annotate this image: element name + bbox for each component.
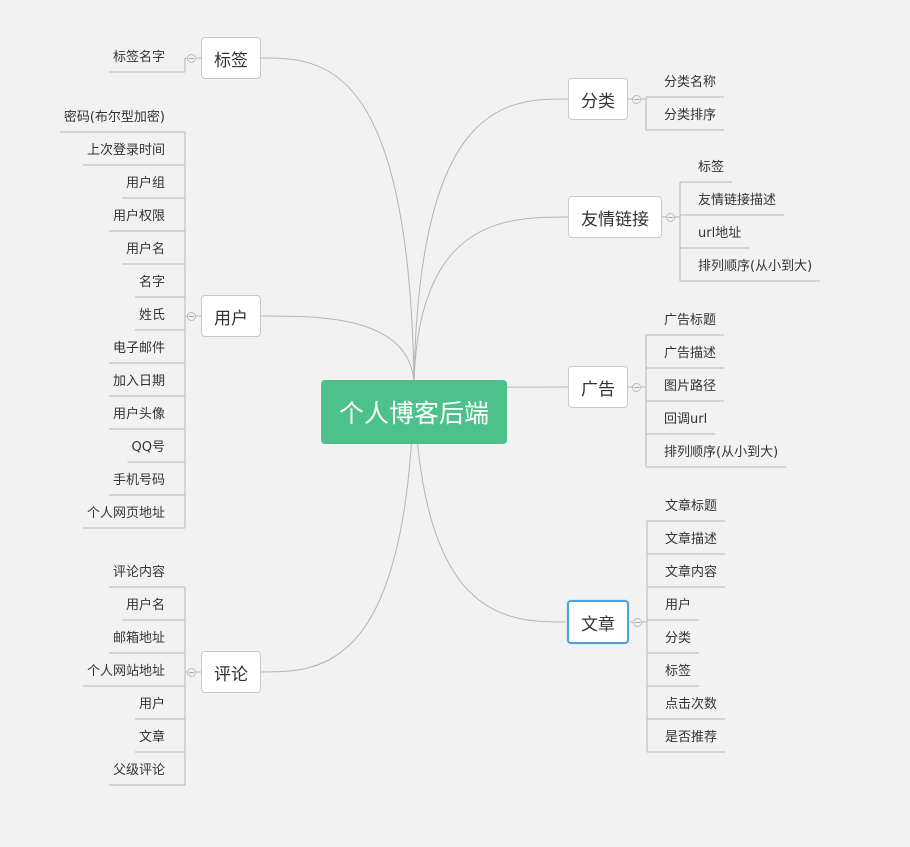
leaf-user-12[interactable]: 个人网页地址 — [86, 506, 165, 521]
leaf-friendlink-2[interactable]: url地址 — [698, 226, 742, 241]
leaf-comment-6[interactable]: 父级评论 — [112, 763, 165, 778]
leaf-tag-0[interactable]: 标签名字 — [112, 50, 165, 65]
leaf-article-3[interactable]: 用户 — [665, 598, 692, 613]
leaf-comment-1[interactable]: 用户名 — [125, 598, 165, 613]
leaf-article-1[interactable]: 文章描述 — [665, 532, 718, 547]
leaf-comment-0[interactable]: 评论内容 — [112, 565, 165, 580]
leaf-ad-0[interactable]: 广告标题 — [664, 313, 717, 328]
leaf-ad-2[interactable]: 图片路径 — [664, 379, 717, 394]
collapse-toggle-icon[interactable] — [632, 94, 641, 104]
collapse-toggle-icon[interactable] — [187, 311, 196, 321]
leaf-user-1[interactable]: 上次登录时间 — [86, 143, 165, 158]
leaf-friendlink-0[interactable]: 标签 — [698, 160, 725, 175]
leaf-friendlink-1[interactable]: 友情链接描述 — [698, 193, 777, 208]
leaf-user-5[interactable]: 名字 — [138, 275, 165, 290]
leaf-comment-2[interactable]: 邮箱地址 — [112, 631, 165, 646]
collapse-toggle-icon[interactable] — [666, 212, 675, 222]
leaf-category-0[interactable]: 分类名称 — [664, 75, 717, 90]
leaf-category-1[interactable]: 分类排序 — [664, 108, 717, 123]
leaf-user-7[interactable]: 电子邮件 — [112, 341, 165, 356]
leaf-comment-3[interactable]: 个人网站地址 — [86, 664, 165, 679]
leaf-user-2[interactable]: 用户组 — [125, 176, 165, 191]
leaf-user-3[interactable]: 用户权限 — [112, 209, 165, 224]
collapse-toggle-icon[interactable] — [187, 667, 196, 677]
leaf-user-10[interactable]: QQ号 — [131, 440, 165, 455]
leaf-comment-4[interactable]: 用户 — [138, 697, 165, 712]
leaf-article-5[interactable]: 标签 — [665, 664, 692, 679]
leaf-article-4[interactable]: 分类 — [665, 631, 692, 646]
branch-user[interactable]: 用户 — [201, 295, 261, 337]
collapse-toggle-icon[interactable] — [633, 617, 642, 627]
branch-comment[interactable]: 评论 — [201, 651, 261, 693]
branch-friendlink[interactable]: 友情链接 — [568, 196, 662, 238]
branch-tag[interactable]: 标签 — [201, 37, 261, 79]
leaf-user-8[interactable]: 加入日期 — [112, 374, 165, 389]
leaf-ad-3[interactable]: 回调url — [664, 412, 708, 427]
leaf-comment-5[interactable]: 文章 — [138, 730, 165, 745]
leaf-user-6[interactable]: 姓氏 — [138, 308, 165, 323]
leaf-article-6[interactable]: 点击次数 — [665, 697, 718, 712]
branch-ad[interactable]: 广告 — [568, 366, 628, 408]
leaf-article-7[interactable]: 是否推荐 — [665, 730, 718, 745]
leaf-user-4[interactable]: 用户名 — [125, 242, 165, 257]
leaf-ad-4[interactable]: 排列顺序(从小到大) — [664, 445, 779, 460]
collapse-toggle-icon[interactable] — [187, 53, 196, 63]
leaf-user-11[interactable]: 手机号码 — [112, 473, 165, 488]
leaf-friendlink-3[interactable]: 排列顺序(从小到大) — [698, 259, 813, 274]
leaf-user-9[interactable]: 用户头像 — [112, 407, 165, 422]
root-topic[interactable]: 个人博客后端 — [321, 380, 507, 444]
collapse-toggle-icon[interactable] — [632, 382, 641, 392]
branch-article[interactable]: 文章 — [567, 600, 629, 644]
leaf-user-0[interactable]: 密码(布尔型加密) — [63, 110, 165, 125]
leaf-article-2[interactable]: 文章内容 — [665, 565, 718, 580]
leaf-ad-1[interactable]: 广告描述 — [664, 346, 717, 361]
leaf-article-0[interactable]: 文章标题 — [665, 499, 718, 514]
branch-category[interactable]: 分类 — [568, 78, 628, 120]
